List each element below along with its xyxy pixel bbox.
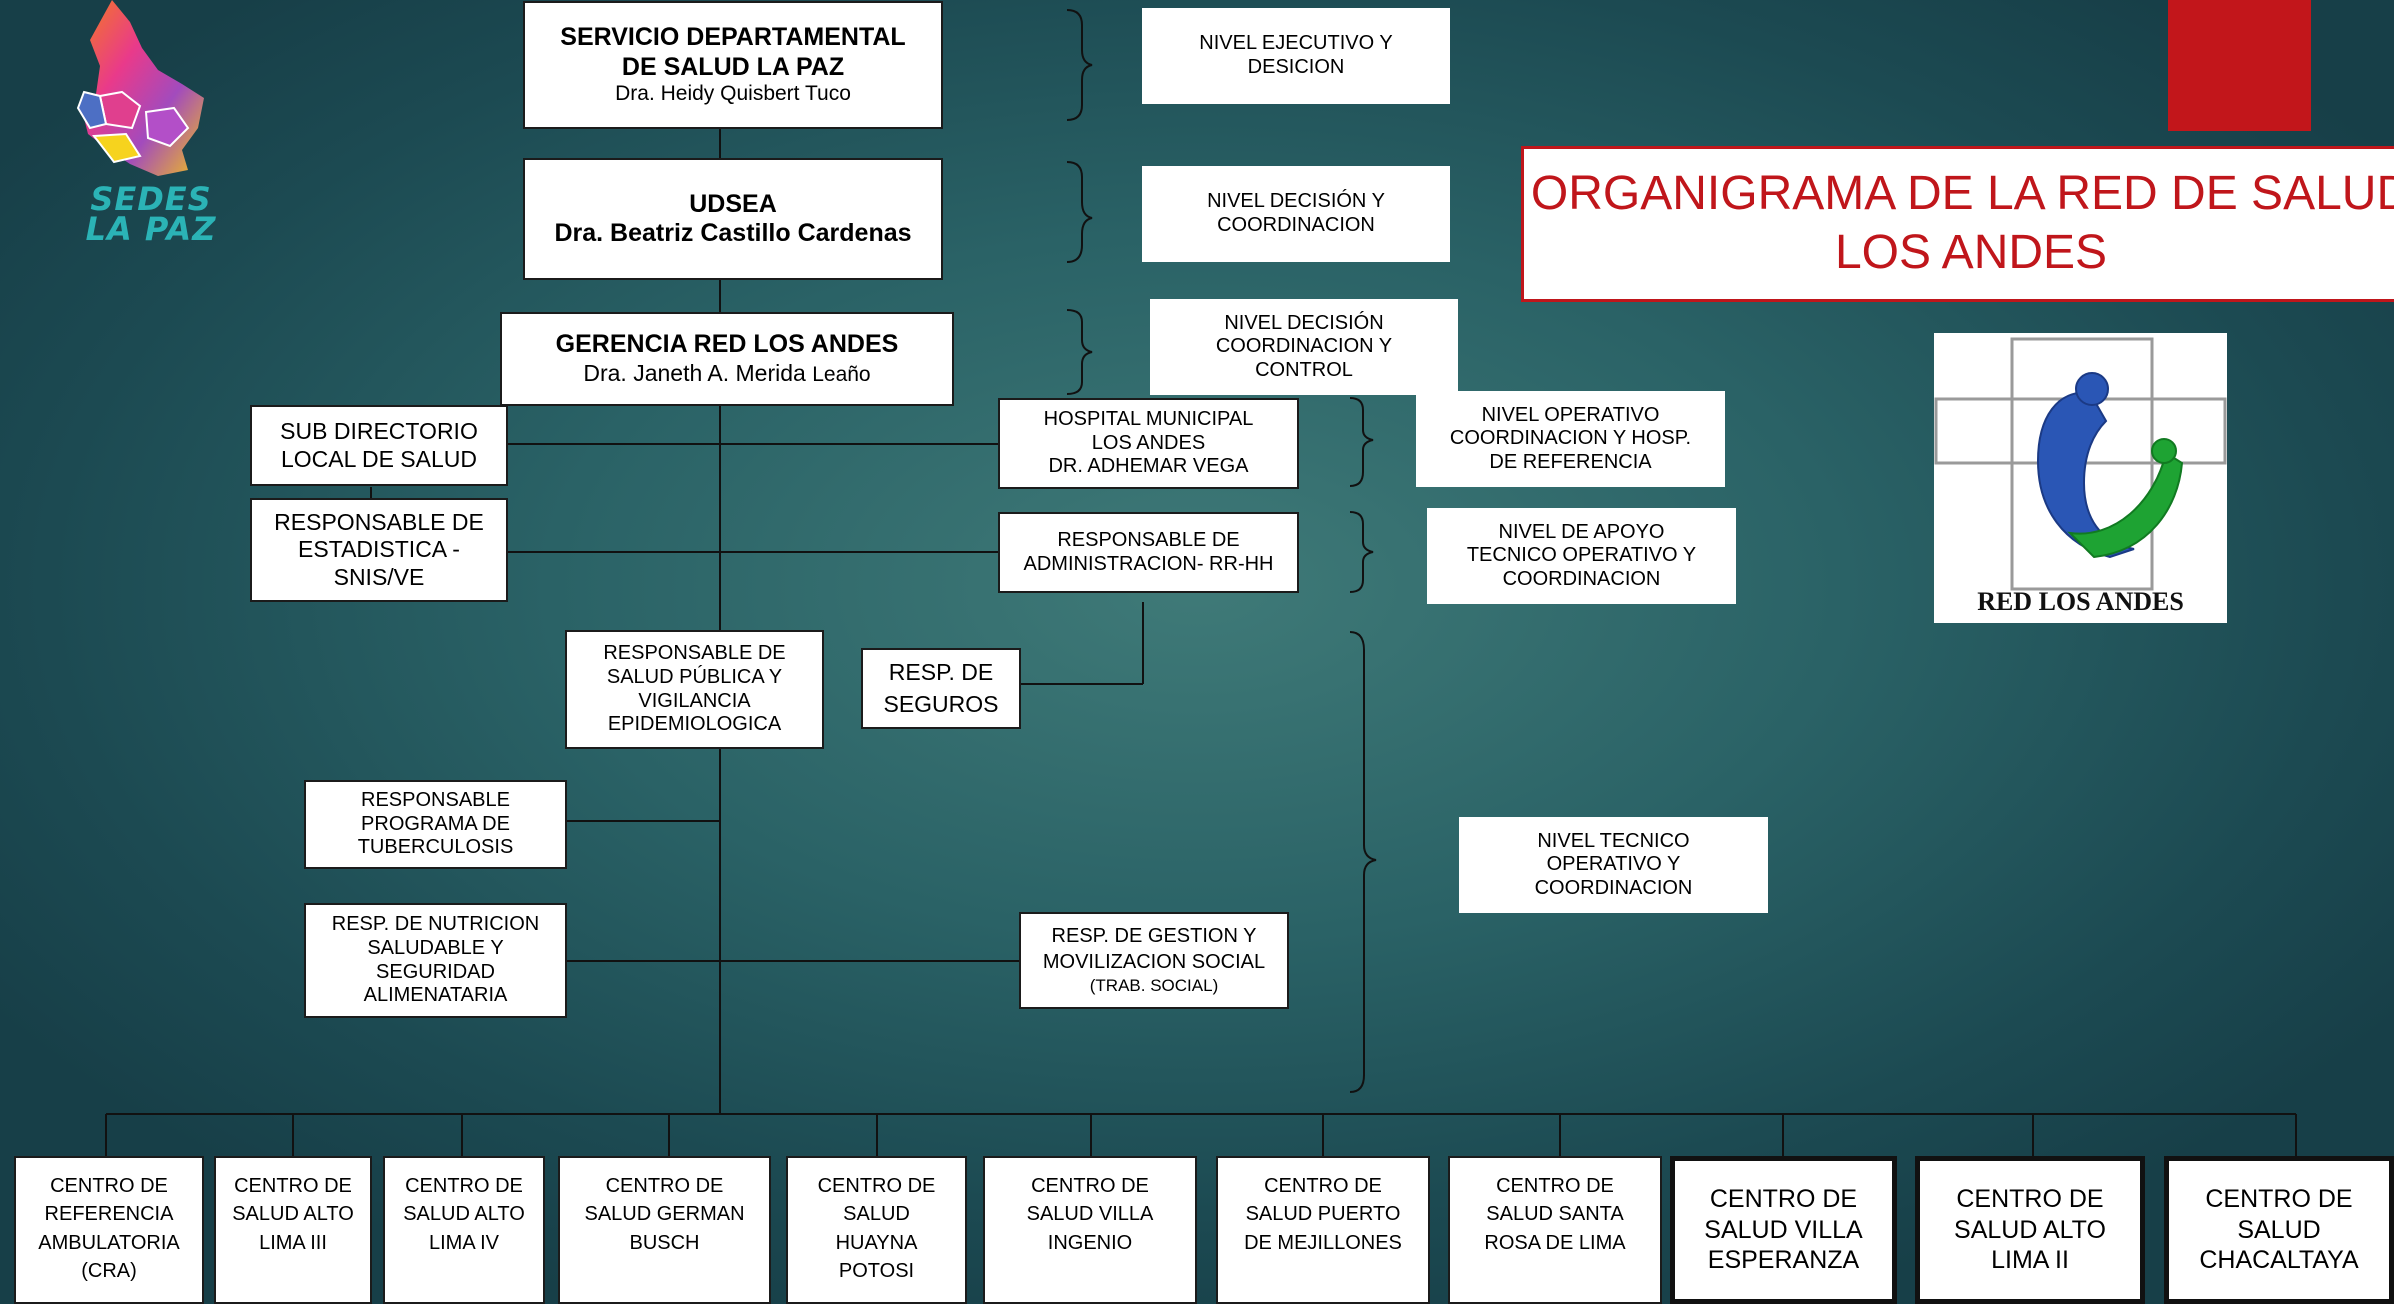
sedes-logo-text: SEDES LA PAZ — [85, 180, 217, 249]
red-los-andes-caption: RED LOS ANDES — [1977, 587, 2184, 616]
level-apoyo: NIVEL DE APOYO TECNICO OPERATIVO Y COORD… — [1427, 508, 1736, 604]
administracion-box: RESPONSABLE DE ADMINISTRACION- RR-HH — [998, 512, 1299, 593]
level-decision: NIVEL DECISIÓN Y COORDINACION — [1142, 166, 1450, 262]
sub-directorio-box: SUB DIRECTORIO LOCAL DE SALUD — [250, 405, 508, 486]
seguros-box: RESP. DE SEGUROS — [861, 648, 1021, 729]
sedes-map-logo-icon — [76, 0, 204, 176]
hospital-box: HOSPITAL MUNICIPAL LOS ANDES DR. ADHEMAR… — [998, 398, 1299, 489]
decorative-red-rectangle — [2168, 0, 2311, 131]
gerencia-box: GERENCIA RED LOS ANDES Dra. Janeth A. Me… — [500, 312, 954, 406]
nutricion-box: RESP. DE NUTRICION SALUDABLE Y SEGURIDAD… — [304, 903, 567, 1018]
red-los-andes-emblem-icon — [1934, 337, 2227, 591]
salud-publica-box: RESPONSABLE DE SALUD PÚBLICA Y VIGILANCI… — [565, 630, 824, 749]
level-tecnico: NIVEL TECNICO OPERATIVO Y COORDINACION — [1459, 817, 1768, 913]
tuberculosis-box: RESPONSABLE PROGRAMA DE TUBERCULOSIS — [304, 780, 567, 869]
udsea-box: UDSEA Dra. Beatriz Castillo Cardenas — [523, 158, 943, 280]
estadistica-box: RESPONSABLE DE ESTADISTICA - SNIS/VE — [250, 498, 508, 602]
servicio-departamental-box: SERVICIO DEPARTAMENTAL DE SALUD LA PAZ D… — [523, 1, 943, 129]
level-ejecutivo: NIVEL EJECUTIVO Y DESICION — [1142, 8, 1450, 104]
gestion-box: RESP. DE GESTION Y MOVILIZACION SOCIAL (… — [1019, 912, 1289, 1009]
level-operativo: NIVEL OPERATIVO COORDINACION Y HOSP. DE … — [1416, 391, 1725, 487]
red-los-andes-logo: RED LOS ANDES — [1934, 333, 2227, 623]
level-decision-control: NIVEL DECISIÓN COORDINACION Y CONTROL — [1150, 299, 1458, 395]
